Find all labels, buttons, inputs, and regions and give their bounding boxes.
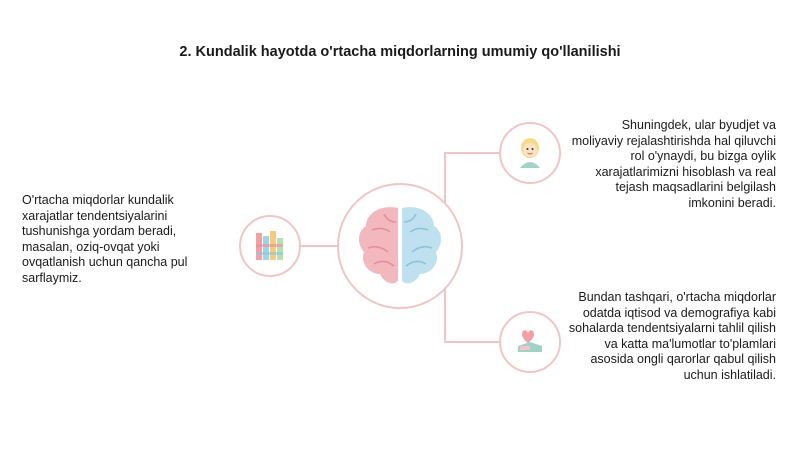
brain-icon <box>359 207 441 284</box>
left-node <box>239 215 301 277</box>
hand-heart-icon <box>518 330 542 352</box>
left-description: O'rtacha miqdorlar kundalik xarajatlar t… <box>22 193 188 285</box>
bar-chart-icon <box>256 231 283 260</box>
right-bottom-node <box>499 311 561 373</box>
right-bottom-description: Bundan tashqari, o'rtacha miqdorlar odat… <box>568 290 776 382</box>
person-icon <box>520 138 540 168</box>
right-top-node <box>499 122 561 184</box>
center-node <box>337 183 463 309</box>
page-title: 2. Kundalik hayotda o'rtacha miqdorlarni… <box>179 44 621 60</box>
right-top-description: Shuningdek, ular byudjet va moliyaviy re… <box>571 118 776 210</box>
